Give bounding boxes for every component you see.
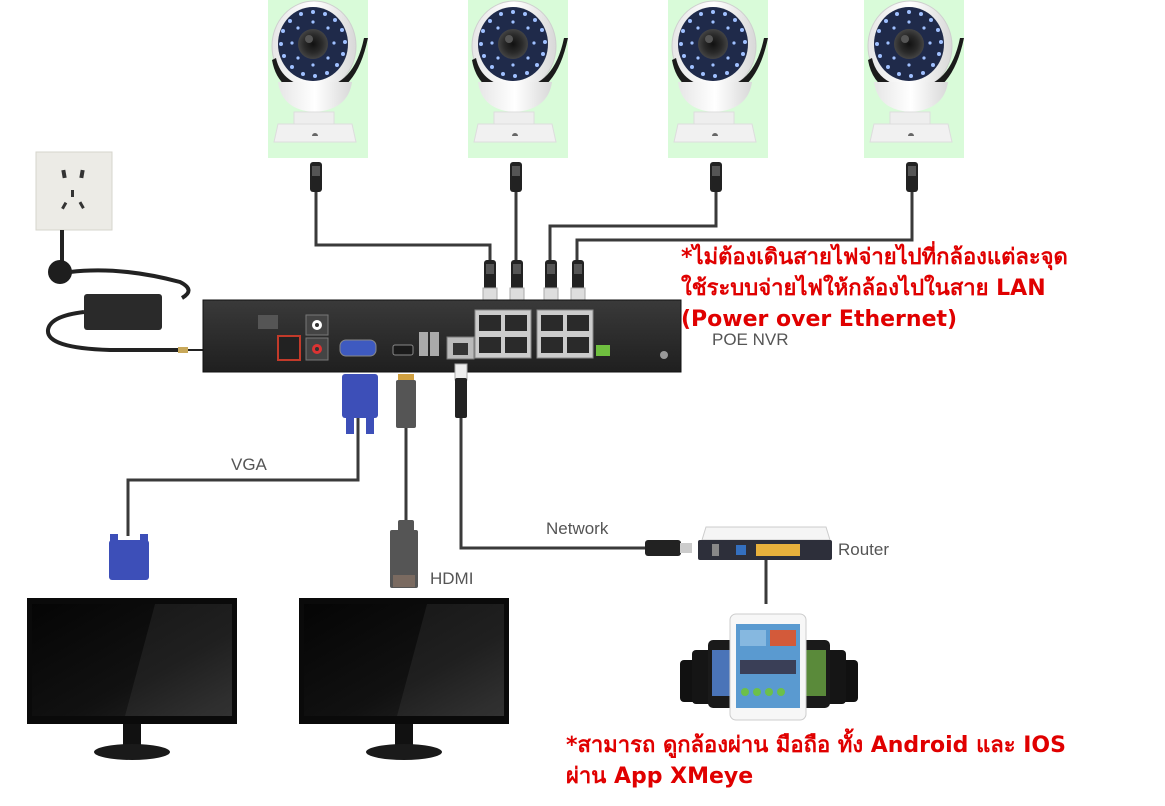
- camera-plug-4: [906, 162, 918, 192]
- ground-screw: [660, 351, 668, 359]
- poe-cable-4: [575, 190, 914, 262]
- poe-note-line-3: (Power over Ethernet): [681, 307, 958, 332]
- nvr-plug-1: [484, 260, 496, 290]
- mobile-devices: [680, 613, 858, 721]
- hdmi-cable: [390, 374, 418, 588]
- poe-note: *ไม่ต้องเดินสายไฟจ่ายไปที่กล้องแต่ละจุด …: [681, 242, 1068, 335]
- mobile-note: *สามารถ ดูกล้องผ่าน มือถือ ทั้ง Android …: [566, 730, 1066, 792]
- ip-camera-3: [667, 0, 769, 159]
- nvr-label: POE NVR: [712, 330, 789, 349]
- poe-note-line-1: *ไม่ต้องเดินสายไฟจ่ายไปที่กล้องแต่ละจุด: [681, 245, 1068, 270]
- poe-cables: [314, 190, 914, 262]
- poe-note-line-2: ใช้ระบบจ่ายไฟให้กล้องไปในสาย LAN: [681, 276, 1046, 301]
- ip-camera-4: [863, 0, 965, 159]
- mobile-note-line-2: ผ่าน App XMeye: [566, 764, 754, 789]
- hdmi-label: HDMI: [430, 569, 473, 588]
- monitor-hdmi: [299, 598, 509, 760]
- hdmi-port: [392, 344, 414, 356]
- camera-plug-3: [710, 162, 722, 192]
- camera-plug-1: [310, 162, 322, 192]
- usb-port-1: [419, 332, 428, 356]
- vga-label: VGA: [231, 455, 268, 474]
- network-cable: [454, 363, 692, 556]
- nvr-plug-2: [511, 260, 523, 290]
- poe-cable-3: [548, 190, 718, 262]
- wall-outlet: [35, 151, 113, 231]
- poe-cable-1: [314, 190, 492, 262]
- monitor-vga: [27, 598, 237, 760]
- network-label: Network: [546, 519, 609, 538]
- vga-cable: [109, 374, 378, 580]
- router: [698, 526, 832, 604]
- alarm-terminal: [596, 345, 610, 356]
- power-switch: [258, 315, 278, 329]
- usb-port-2: [430, 332, 439, 356]
- camera-plug-2: [510, 162, 522, 192]
- poe-nvr: [202, 299, 682, 373]
- ip-camera-1: [267, 0, 369, 159]
- nvr-plug-3: [545, 260, 557, 290]
- power-adapter: [46, 230, 204, 353]
- nvr-plug-4: [572, 260, 584, 290]
- vga-port: [339, 339, 377, 357]
- ip-camera-2: [467, 0, 569, 159]
- router-label: Router: [838, 540, 889, 559]
- mobile-note-line-1: *สามารถ ดูกล้องผ่าน มือถือ ทั้ง Android …: [566, 733, 1066, 758]
- dc-power-port: [277, 335, 301, 361]
